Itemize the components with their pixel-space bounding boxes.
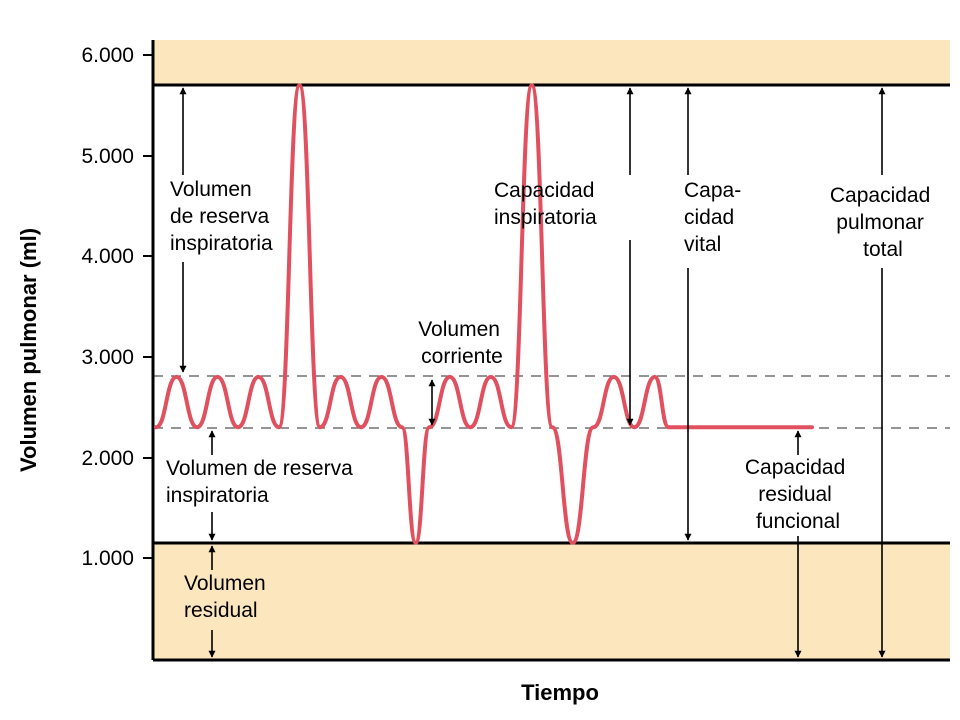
y-tick-label: 3.000 bbox=[81, 346, 134, 369]
annotation-line: residual bbox=[758, 483, 832, 506]
annotation-line: cidad bbox=[684, 206, 734, 229]
annotation-line: Volumen de reserva bbox=[166, 457, 353, 480]
annotation-line: Capacidad bbox=[830, 184, 930, 207]
annotation-line: inspiratoria bbox=[170, 232, 273, 255]
x-axis-title: Tiempo bbox=[521, 680, 599, 705]
annotation-line: Capa- bbox=[684, 179, 741, 202]
y-tick-label: 4.000 bbox=[81, 245, 134, 268]
annotation-line: Volumen bbox=[418, 318, 500, 341]
annotation-line: residual bbox=[184, 599, 258, 622]
annotation-line: Volumen bbox=[184, 572, 266, 595]
annotation-line: Volumen bbox=[170, 178, 252, 201]
y-tick-label: 1.000 bbox=[81, 547, 134, 570]
annotation-vr: Volumen residual bbox=[184, 572, 272, 622]
series-line bbox=[154, 83, 814, 545]
annotation-cpt: Capacidad pulmonar total bbox=[830, 184, 936, 261]
y-tick-label: 2.000 bbox=[81, 447, 134, 470]
annotation-line: Capacidad bbox=[745, 456, 845, 479]
annotation-crf: Capacidad residual funcional bbox=[745, 456, 851, 533]
annotation-line: inspiratoria bbox=[166, 484, 269, 507]
annotation-line: inspiratoria bbox=[494, 206, 597, 229]
annotation-vre: Volumen de reserva inspiratoria bbox=[166, 457, 359, 507]
y-ticks: 6.000 5.000 4.000 3.000 2.000 1.000 bbox=[81, 44, 153, 570]
y-tick-label: 5.000 bbox=[81, 145, 134, 168]
annotation-cv: Capa- cidad vital bbox=[684, 179, 747, 256]
y-tick-label: 6.000 bbox=[81, 44, 134, 67]
annotation-line: funcional bbox=[756, 510, 840, 533]
annotation-vri: Volumen de reserva inspiratoria bbox=[170, 178, 275, 255]
y-axis-title: Volumen pulmonar (ml) bbox=[16, 228, 41, 472]
annotation-ci: Capacidad inspiratoria bbox=[494, 179, 600, 229]
annotation-line: de reserva bbox=[170, 205, 270, 228]
annotation-line: total bbox=[863, 238, 903, 261]
top-shaded-band bbox=[153, 40, 950, 85]
annotation-vc: Volumen corriente bbox=[418, 318, 506, 368]
annotation-line: corriente bbox=[421, 345, 503, 368]
measurement-arrows bbox=[179, 87, 886, 658]
annotation-line: vital bbox=[684, 233, 721, 256]
annotation-line: Capacidad bbox=[494, 179, 594, 202]
annotation-line: pulmonar bbox=[836, 211, 924, 234]
bottom-shaded-band bbox=[153, 543, 950, 660]
